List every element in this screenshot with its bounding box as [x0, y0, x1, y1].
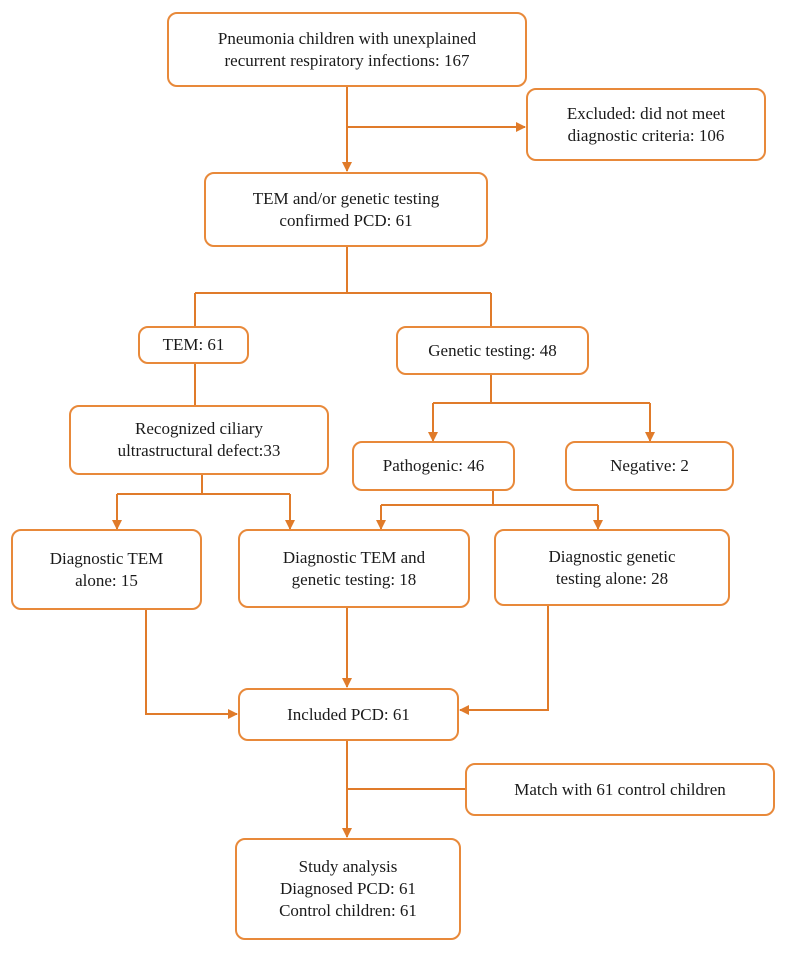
genetic-testing-box: Genetic testing: 48 [396, 326, 589, 375]
confirmed-pcd-box: TEM and/or genetic testing confirmed PCD… [204, 172, 488, 247]
excluded-box: Excluded: did not meet diagnostic criter… [526, 88, 766, 161]
start-box: Pneumonia children with unexplained recu… [167, 12, 527, 87]
tem-alone-box: Diagnostic TEM alone: 15 [11, 529, 202, 610]
match-control-box: Match with 61 control children [465, 763, 775, 816]
negative-box: Negative: 2 [565, 441, 734, 491]
tem-box: TEM: 61 [138, 326, 249, 364]
included-pcd-box: Included PCD: 61 [238, 688, 459, 741]
genetic-alone-box: Diagnostic genetic testing alone: 28 [494, 529, 730, 606]
study-analysis-box: Study analysis Diagnosed PCD: 61 Control… [235, 838, 461, 940]
ciliary-defect-box: Recognized ciliary ultrastructural defec… [69, 405, 329, 475]
connector-tem-alone-to-included [145, 610, 238, 719]
pathogenic-box: Pathogenic: 46 [352, 441, 515, 491]
tem-and-genetic-box: Diagnostic TEM and genetic testing: 18 [238, 529, 470, 608]
connector-genetic-alone-to-included [459, 606, 549, 715]
